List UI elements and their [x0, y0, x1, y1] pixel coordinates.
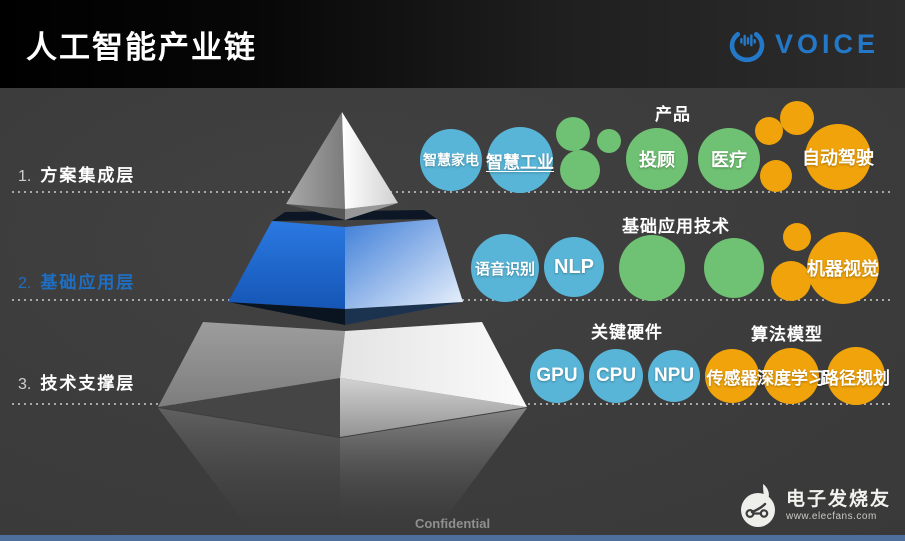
group-label-products: 产品 — [655, 105, 691, 124]
group-label-basic-app-tech: 基础应用技术 — [622, 217, 730, 236]
layer-label-2: 2. 基础应用层 — [18, 268, 135, 293]
layer-label-1: 1. 方案集成层 — [18, 161, 135, 186]
decor-circle-orange — [760, 160, 792, 192]
dotted-line-2 — [12, 299, 893, 301]
decor-circle-green — [597, 129, 621, 153]
bubble-smart-industry: 智慧工业 — [486, 127, 554, 193]
group-label-key-hardware: 关键硬件 — [591, 323, 663, 342]
decor-circle-green — [556, 117, 590, 151]
bubble-speech-recognition: 语音识别 — [471, 234, 539, 302]
bubble-auto-driving: 自动驾驶 — [802, 124, 874, 190]
decor-circle-green — [560, 150, 600, 190]
decor-circle-orange — [755, 117, 783, 145]
dotted-line-1 — [12, 191, 893, 193]
dotted-line-3 — [12, 403, 893, 405]
bubble-invest-advisory: 投顾 — [626, 128, 688, 190]
bubble-gpu: GPU — [530, 349, 584, 403]
bubble-smart-home: 智慧家电 — [420, 129, 482, 191]
bubble-sensor: 传感器 — [705, 349, 759, 403]
layer-number: 1. — [18, 168, 32, 185]
bottom-accent-bar — [0, 535, 905, 541]
bubble-npu: NPU — [648, 350, 700, 402]
voice-logo-text: VOICE — [774, 28, 879, 59]
elecfans-logo: 电子发烧友 www.elecfans.com — [739, 482, 891, 530]
layer-name: 方案集成层 — [40, 166, 136, 185]
elecfans-brand-name: 电子发烧友 — [785, 489, 891, 511]
layer-name: 技术支撑层 — [40, 374, 136, 393]
confidential-label: Confidential — [414, 516, 491, 531]
layer-number: 3. — [18, 376, 32, 393]
layer-number: 2. — [18, 275, 32, 292]
page-title: 人工智能产业链 — [26, 29, 257, 65]
voice-logo-icon — [729, 31, 765, 62]
bubble-path-planning: 路径规划 — [822, 347, 890, 405]
layer-name: 基础应用层 — [40, 273, 136, 292]
header-bar: 人工智能产业链 VOICE — [0, 0, 905, 88]
layer-label-3: 3. 技术支撑层 — [18, 369, 135, 394]
group-label-algorithm-models: 算法模型 — [751, 325, 823, 344]
decor-circle-green — [619, 235, 685, 301]
elecfans-site-url: www.elecfans.com — [785, 511, 877, 523]
decor-circle-green — [704, 238, 764, 298]
bubble-nlp: NLP — [544, 237, 604, 297]
elecfans-logo-icon — [740, 484, 775, 527]
bubble-medical: 医疗 — [698, 128, 760, 190]
decor-circle-orange — [771, 261, 811, 301]
bubble-cpu: CPU — [589, 349, 643, 403]
voice-logo: VOICE — [728, 26, 879, 63]
decor-circle-orange — [783, 223, 811, 251]
decor-circle-orange — [780, 101, 814, 135]
bubble-deep-learning: 深度学习 — [757, 348, 825, 404]
bubble-machine-vision: 机器视觉 — [807, 232, 879, 304]
